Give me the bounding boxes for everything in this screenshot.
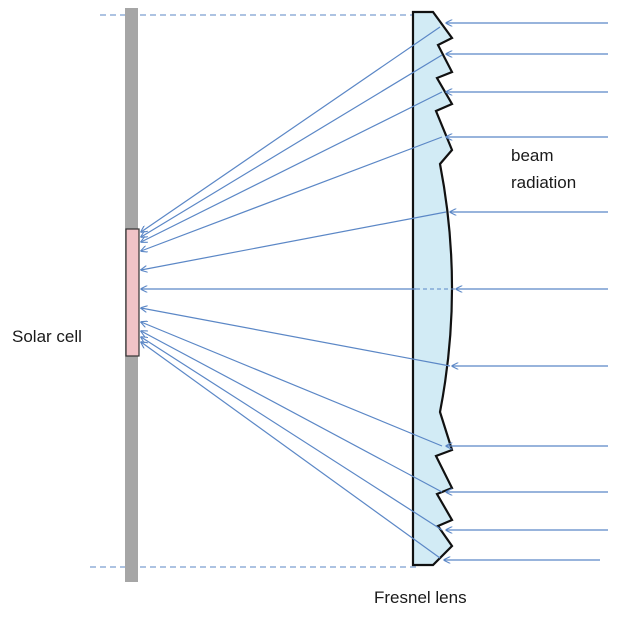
beam-label-line2: radiation xyxy=(511,173,576,192)
refracted-ray xyxy=(141,136,443,251)
fresnel-lens-label: Fresnel lens xyxy=(374,588,467,607)
refracted-ray xyxy=(141,331,443,493)
refracted-ray xyxy=(141,337,443,531)
refracted-ray xyxy=(141,308,451,367)
refracted-ray xyxy=(141,54,443,237)
refracted-ray xyxy=(141,26,441,232)
beam-label-line1: beam xyxy=(511,146,554,165)
solar-cell xyxy=(125,228,140,357)
refracted-ray xyxy=(141,91,443,242)
solar-cell-label: Solar cell xyxy=(12,327,82,346)
refracted-ray xyxy=(141,342,441,559)
refracted-rays xyxy=(141,26,451,559)
refracted-ray xyxy=(141,211,447,270)
incoming-rays xyxy=(444,23,608,560)
refracted-ray xyxy=(141,322,443,447)
